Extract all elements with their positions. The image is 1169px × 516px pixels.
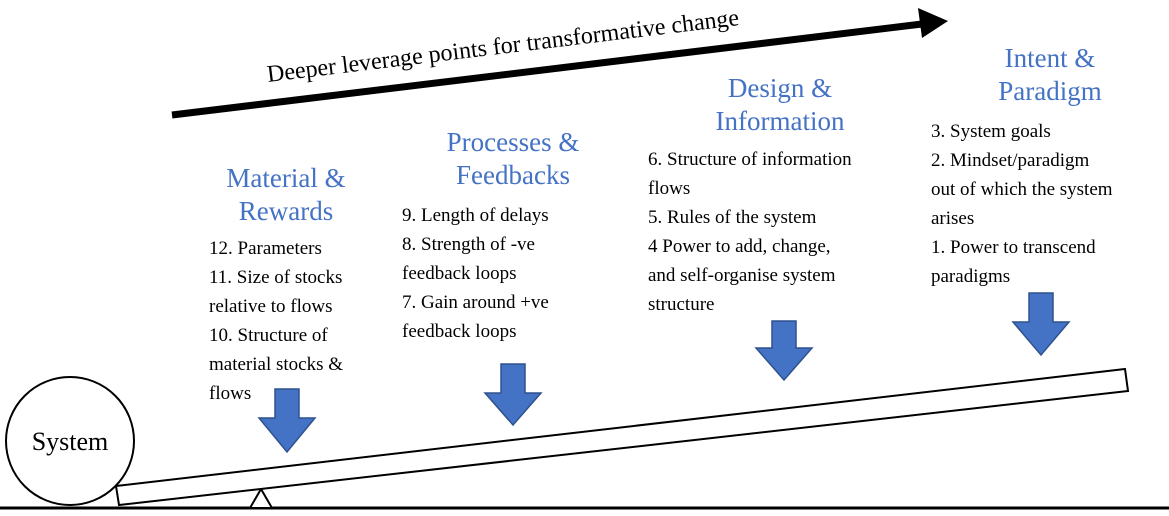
heading-line: Information	[715, 106, 845, 136]
leverage-item: 9. Length of delays	[402, 205, 549, 226]
heading-line: Intent &	[1004, 43, 1096, 73]
down-arrow-icon	[1011, 292, 1071, 357]
leverage-item: 12. Parameters	[209, 238, 322, 259]
system-circle	[5, 376, 135, 506]
down-arrow-icon	[754, 320, 814, 382]
group-heading-design-information: Design & Information	[690, 72, 870, 138]
leverage-item: 8. Strength of -ve feedback loops	[402, 234, 535, 284]
heading-line: Feedbacks	[456, 160, 570, 190]
leverage-item: 10. Structure of material stocks & flows	[209, 325, 344, 404]
heading-line: Processes &	[446, 127, 580, 157]
group-items-design-information: 6. Structure of information flows 5. Rul…	[648, 145, 920, 319]
down-arrow-icon	[257, 388, 317, 454]
group-items-material-rewards: 12. Parameters 11. Size of stocks relati…	[209, 234, 389, 408]
leverage-item: 1. Power to transcend paradigms	[931, 237, 1096, 287]
leverage-item: 3. System goals	[931, 121, 1051, 142]
group-items-intent-paradigm: 3. System goals 2. Mindset/paradigm out …	[931, 117, 1167, 291]
leverage-item: 5. Rules of the system	[648, 207, 817, 228]
leverage-item: 6. Structure of information flows	[648, 149, 852, 199]
top-arrow-head	[918, 8, 948, 38]
lever-plank	[114, 367, 1130, 507]
group-heading-processes-feedbacks: Processes & Feedbacks	[420, 126, 606, 192]
fulcrum	[248, 487, 274, 509]
group-heading-intent-paradigm: Intent & Paradigm	[970, 42, 1130, 108]
heading-line: Paradigm	[998, 76, 1102, 106]
leverage-item: 2. Mindset/paradigm out of which the sys…	[931, 150, 1113, 229]
heading-line: Material &	[226, 163, 346, 193]
down-arrow-icon	[483, 363, 543, 427]
top-arrow-shaft	[171, 20, 923, 119]
leverage-item: 11. Size of stocks relative to flows	[209, 267, 343, 317]
heading-line: Design &	[727, 73, 833, 103]
leverage-item: 7. Gain around +ve feedback loops	[402, 292, 549, 342]
heading-line: Rewards	[238, 196, 334, 226]
group-heading-material-rewards: Material & Rewards	[200, 162, 372, 228]
group-items-processes-feedbacks: 9. Length of delays 8. Strength of -ve f…	[402, 201, 602, 346]
system-label: System	[32, 427, 109, 456]
leverage-item: 4 Power to add, change, and self-organis…	[648, 236, 836, 315]
